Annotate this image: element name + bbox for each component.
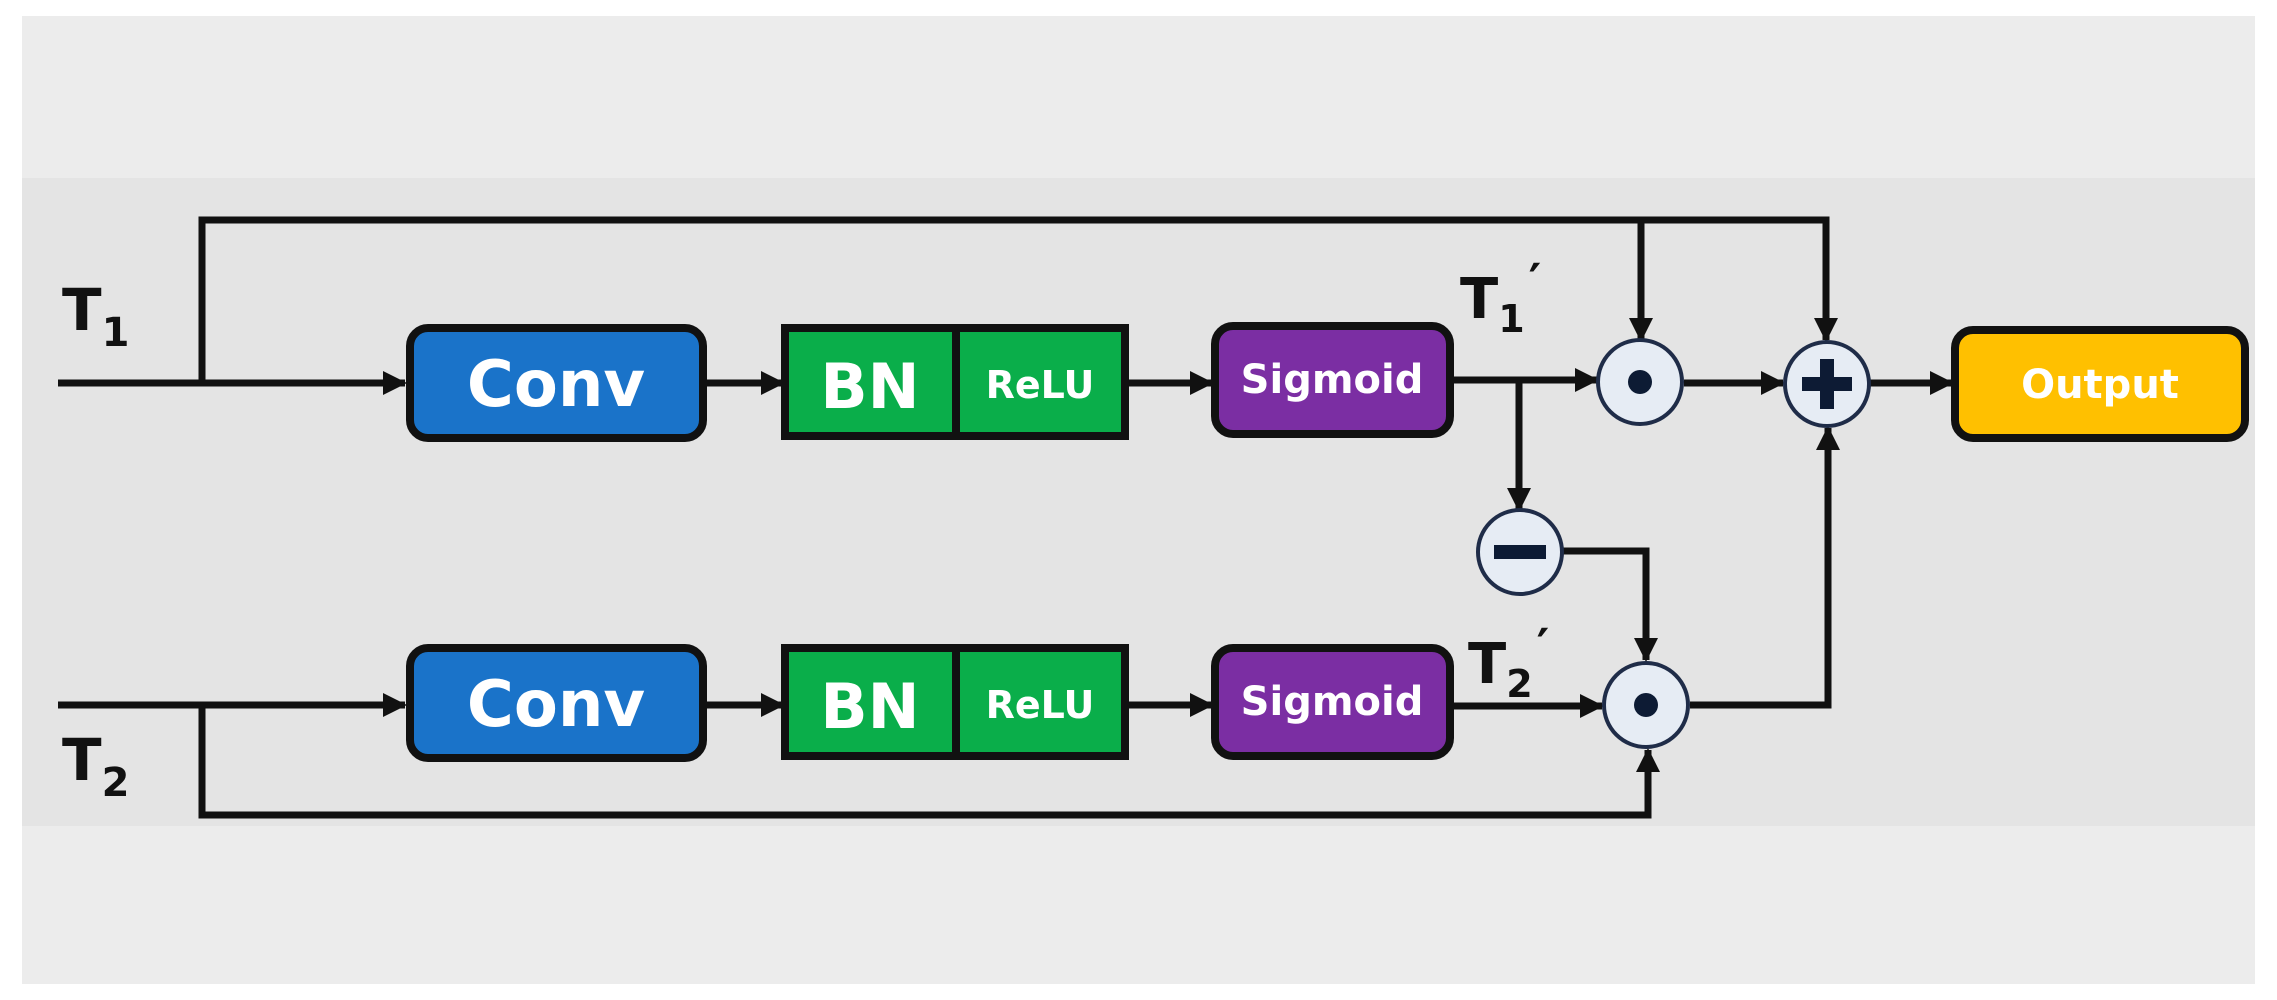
- bn-relu-block-top: BN ReLU: [781, 324, 1129, 440]
- t2-label: T2: [62, 726, 129, 806]
- output-block: Output: [1951, 326, 2249, 442]
- minus-icon: [1476, 508, 1564, 596]
- t1-prime-label: T1′: [1460, 254, 1541, 341]
- multiply-dot-icon: [1602, 661, 1690, 749]
- t2-skip-line: [198, 705, 1660, 819]
- bn-label-bottom: BN: [820, 670, 919, 743]
- band-background: [22, 178, 2255, 826]
- sigmoid-label-bottom: Sigmoid: [1241, 679, 1424, 725]
- relu-label-bottom: ReLU: [986, 683, 1095, 727]
- multiply-dot-icon: [1596, 338, 1684, 426]
- conv-block-bottom: Conv: [406, 644, 707, 762]
- sigmoid-block-top: Sigmoid: [1211, 322, 1454, 438]
- relu-label-top: ReLU: [986, 363, 1095, 407]
- conv-block-top: Conv: [406, 324, 707, 442]
- subtract-to-mult-bottom: [1562, 547, 1658, 662]
- output-label: Output: [2021, 362, 2179, 408]
- t1-skip-line: [198, 216, 1826, 383]
- conv-label-top: Conv: [467, 348, 645, 422]
- sigmoid-block-bottom: Sigmoid: [1211, 644, 1454, 760]
- t1-skip-to-add: [1641, 216, 1838, 342]
- bn-relu-block-bottom: BN ReLU: [781, 644, 1129, 760]
- conv-label-bottom: Conv: [467, 668, 645, 742]
- connection-lines: [58, 216, 1954, 819]
- sigmoid-label-top: Sigmoid: [1241, 357, 1424, 403]
- mult-bottom-to-add: [1690, 426, 1840, 709]
- t2-prime-label: T2′: [1468, 619, 1549, 706]
- plus-icon: [1783, 340, 1871, 428]
- t1-label: T1: [62, 276, 129, 356]
- bn-label-top: BN: [820, 350, 919, 423]
